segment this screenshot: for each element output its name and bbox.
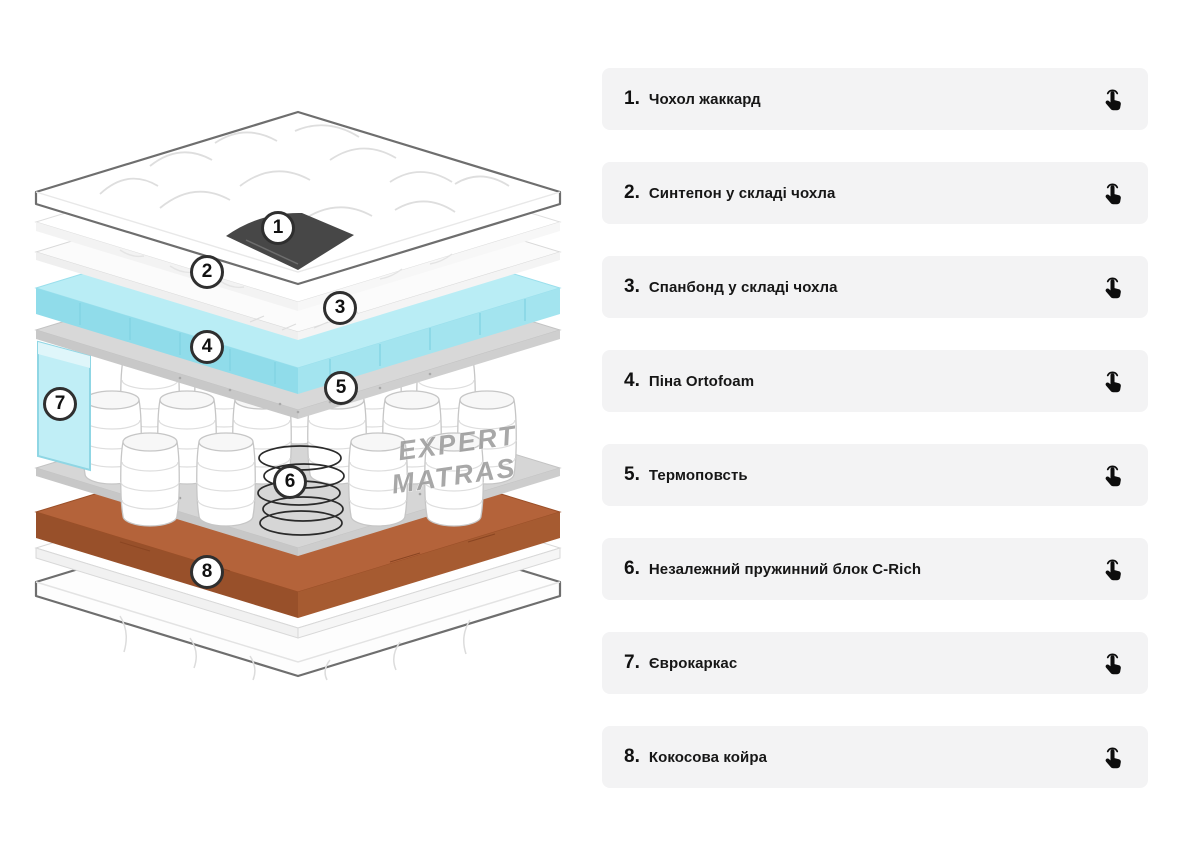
layer-badge-3[interactable]: 3 [323, 291, 357, 325]
layer-number: 7. [624, 652, 640, 673]
tap-button[interactable] [1099, 180, 1126, 207]
layer-badge-5[interactable]: 5 [324, 371, 358, 405]
layer-badge-6[interactable]: 6 [273, 465, 307, 499]
tap-button[interactable] [1099, 650, 1126, 677]
layer-label: Термоповсть [648, 466, 748, 484]
layer-list-item-4[interactable]: 4. Піна Ortofoam [602, 350, 1148, 412]
layer-number: 1. [624, 88, 640, 109]
layer-label: Незалежний пружинний блок C-Rich [648, 560, 922, 578]
layer-number: 8. [624, 746, 640, 767]
tap-button[interactable] [1099, 274, 1126, 301]
layer-list: 1. Чохол жаккард 2. Синтепон у складі чо… [602, 68, 1148, 788]
tap-icon [1099, 180, 1126, 207]
layer-number: 6. [624, 558, 640, 579]
layer-label: Чохол жаккард [648, 90, 761, 108]
layer-list-item-3[interactable]: 3. Спанбонд у складі чохла [602, 256, 1148, 318]
layer-list-item-5[interactable]: 5. Термоповсть [602, 444, 1148, 506]
layer-list-item-2[interactable]: 2. Синтепон у складі чохла [602, 162, 1148, 224]
tap-icon [1099, 368, 1126, 395]
layer-list-item-8[interactable]: 8. Кокосова койра [602, 726, 1148, 788]
layer-label: Синтепон у складі чохла [648, 184, 836, 202]
tap-icon [1099, 274, 1126, 301]
layer-number: 5. [624, 464, 640, 485]
layer-number: 4. [624, 370, 640, 391]
layer-badge-7[interactable]: 7 [43, 387, 77, 421]
tap-button[interactable] [1099, 556, 1126, 583]
layer-badge-4[interactable]: 4 [190, 330, 224, 364]
tap-icon [1099, 556, 1126, 583]
layer-label: Єврокаркас [648, 654, 738, 672]
tap-icon [1099, 462, 1126, 489]
layer-list-item-7[interactable]: 7. Єврокаркас [602, 632, 1148, 694]
tap-icon [1099, 650, 1126, 677]
layer-list-item-1[interactable]: 1. Чохол жаккард [602, 68, 1148, 130]
tap-button[interactable] [1099, 744, 1126, 771]
layer-cover-shape [34, 110, 562, 286]
layer-label: Спанбонд у складі чохла [648, 278, 838, 296]
tap-button[interactable] [1099, 462, 1126, 489]
cover-folded-corner [226, 212, 354, 270]
layer-label: Піна Ortofoam [648, 372, 755, 390]
mattress-exploded-diagram: EXPERT MATRAS [34, 110, 562, 681]
layer-badge-1[interactable]: 1 [261, 211, 295, 245]
tap-button[interactable] [1099, 368, 1126, 395]
tap-button[interactable] [1099, 86, 1126, 113]
layer-label: Кокосова койра [648, 748, 768, 766]
tap-icon [1099, 744, 1126, 771]
layer-badge-8[interactable]: 8 [190, 555, 224, 589]
tap-icon [1099, 86, 1126, 113]
layer-number: 2. [624, 182, 640, 203]
layer-list-item-6[interactable]: 6. Незалежний пружинний блок C-Rich [602, 538, 1148, 600]
layer-number: 3. [624, 276, 640, 297]
layer-badge-2[interactable]: 2 [190, 255, 224, 289]
